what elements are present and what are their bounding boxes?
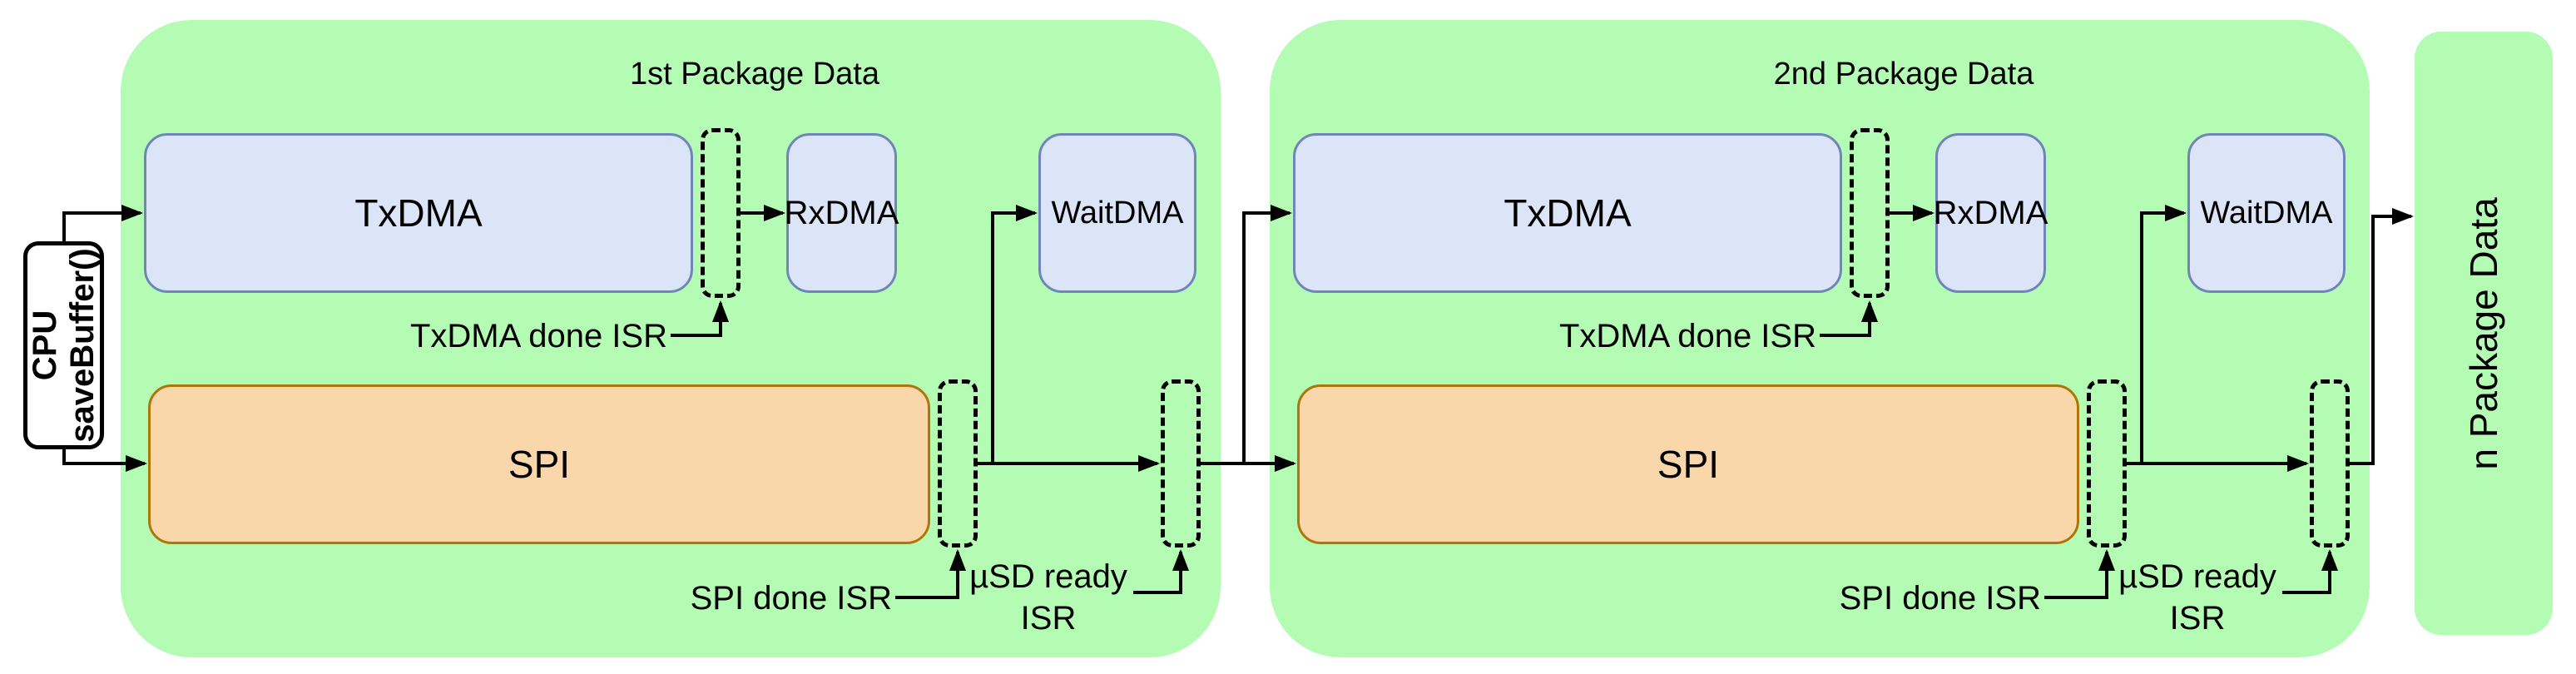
txdma-done-isr-label-1: TxDMA done ISR xyxy=(409,318,667,354)
usd-ready-isr-label-1-line2: ISR xyxy=(1020,600,1077,637)
spi-done-isr-marker-1 xyxy=(938,379,978,548)
txdma-done-isr-label-2: TxDMA done ISR xyxy=(1558,318,1816,354)
txdma-done-isr-marker-2 xyxy=(1850,128,1890,298)
spi-box-1: SPI xyxy=(148,384,930,544)
spi-done-isr-label-2: SPI done ISR xyxy=(1839,580,2041,617)
usd-ready-isr-label-2-line2: ISR xyxy=(2169,600,2226,637)
n-package-label: n Package Data xyxy=(2462,196,2505,470)
rxdma-label-2: RxDMA xyxy=(1933,194,2048,231)
txdma-label-1: TxDMA xyxy=(354,191,483,235)
txdma-box-2: TxDMA xyxy=(1293,133,1842,293)
spi-done-isr-label-1: SPI done ISR xyxy=(690,580,892,617)
package-2-title: 2nd Package Data xyxy=(1773,57,2034,92)
waitdma-box-1: WaitDMA xyxy=(1038,133,1196,293)
package-1-container: 1st Package Data TxDMA RxDMA WaitDMA SPI… xyxy=(121,20,1221,657)
txdma-label-2: TxDMA xyxy=(1503,191,1632,235)
spi-box-2: SPI xyxy=(1297,384,2079,544)
usd-ready-isr-marker-2 xyxy=(2310,379,2350,548)
txdma-done-isr-marker-1 xyxy=(701,128,741,298)
rxdma-label-1: RxDMA xyxy=(784,194,899,231)
usd-ready-isr-label-2-line1: µSD ready xyxy=(2118,558,2276,595)
usd-ready-isr-label-2: µSD ready ISR xyxy=(2073,556,2322,639)
waitdma-label-2: WaitDMA xyxy=(2200,195,2333,230)
waitdma-box-2: WaitDMA xyxy=(2187,133,2346,293)
cpu-label: CPU saveBuffer() xyxy=(27,241,102,449)
rxdma-box-1: RxDMA xyxy=(784,133,899,293)
cpu-box: CPU saveBuffer() xyxy=(23,241,104,449)
cpu-label-line2: saveBuffer() xyxy=(63,248,101,443)
n-package-box: n Package Data xyxy=(2415,32,2553,635)
usd-ready-isr-label-1: µSD ready ISR xyxy=(924,556,1173,639)
usd-ready-isr-marker-1 xyxy=(1161,379,1201,548)
spi-label-1: SPI xyxy=(508,443,571,486)
package-1-title: 1st Package Data xyxy=(630,57,879,92)
rxdma-box-2: RxDMA xyxy=(1933,133,2048,293)
waitdma-label-1: WaitDMA xyxy=(1051,195,1184,230)
spi-done-isr-marker-2 xyxy=(2087,379,2127,548)
txdma-box-1: TxDMA xyxy=(144,133,693,293)
usd-ready-isr-label-1-line1: µSD ready xyxy=(969,558,1127,595)
package-2-container: 2nd Package Data TxDMA RxDMA WaitDMA SPI… xyxy=(1270,20,2370,657)
cpu-label-line1: CPU xyxy=(26,310,63,381)
spi-label-2: SPI xyxy=(1657,443,1720,486)
